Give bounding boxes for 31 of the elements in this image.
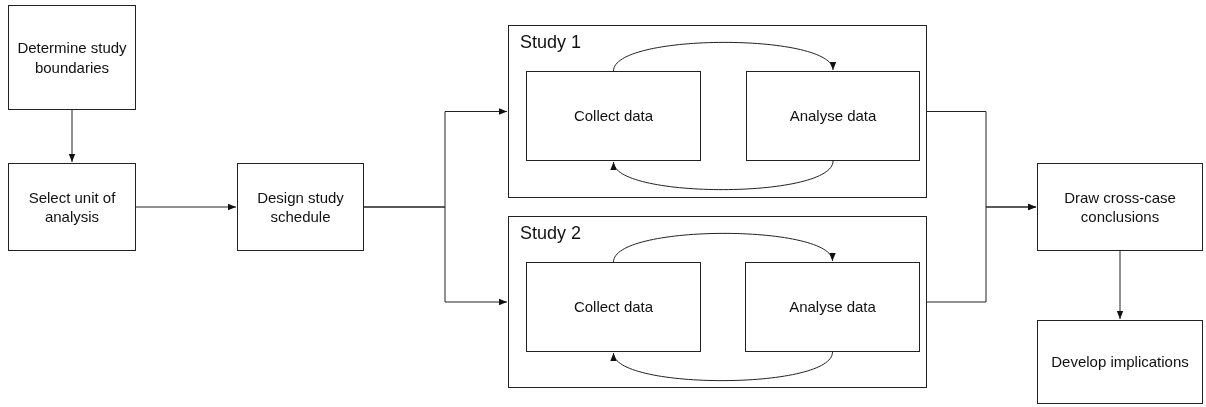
box-label: Design study schedule — [256, 187, 345, 227]
arrow — [613, 160, 834, 191]
box-label: Analyse data — [788, 106, 878, 126]
process-box — [237, 163, 364, 251]
group-box — [508, 216, 927, 388]
box-label: Collect data — [572, 106, 655, 126]
process-box — [1037, 163, 1203, 251]
arrow — [1116, 250, 1124, 320]
process-box — [8, 163, 136, 251]
process-box — [745, 262, 920, 352]
box-label: Draw cross-case conclusions — [1063, 187, 1177, 227]
process-box — [526, 262, 701, 352]
arrow — [613, 351, 833, 382]
process-box — [526, 71, 701, 161]
arrow — [135, 203, 237, 211]
group-box — [508, 25, 927, 198]
group-title: Study 1 — [520, 32, 582, 53]
group-title: Study 2 — [520, 223, 582, 244]
arrow — [613, 232, 833, 263]
arrow — [68, 109, 76, 163]
process-box — [746, 71, 920, 161]
box-label: Select unit of analysis — [27, 187, 117, 227]
box-label: Analyse data — [788, 297, 877, 317]
arrow — [363, 206, 508, 306]
process-box — [1037, 320, 1203, 404]
arrow — [926, 203, 1037, 303]
box-label: Collect data — [572, 297, 655, 317]
box-label: Develop implications — [1050, 352, 1190, 372]
box-label: Determine study boundaries — [16, 38, 128, 77]
process-box — [8, 5, 136, 110]
arrow — [613, 41, 834, 72]
